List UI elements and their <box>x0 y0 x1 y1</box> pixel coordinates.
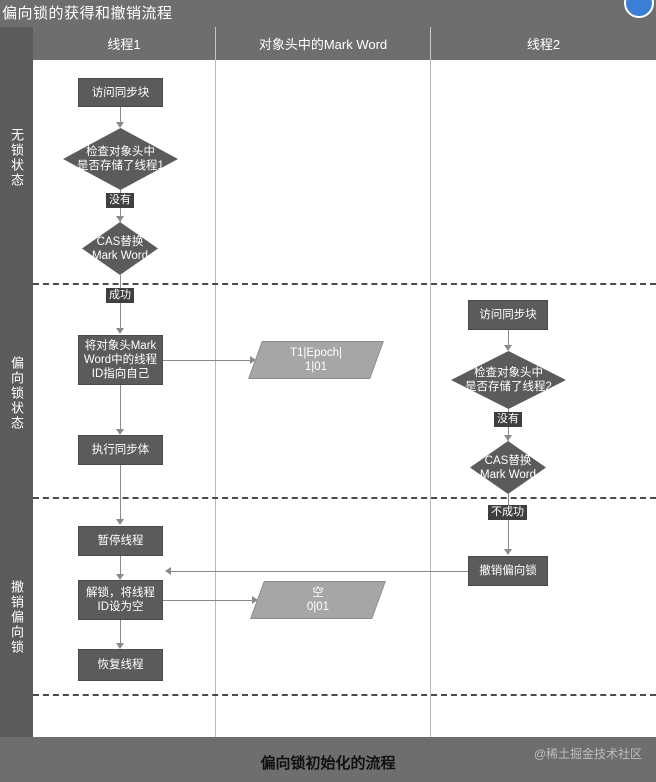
node-markword-empty[interactable]: 空 0|01 <box>250 581 386 619</box>
stage-divider-unlocked-biased <box>33 283 656 285</box>
arrowhead-t1-exec <box>116 429 124 435</box>
edge-label-t2-fail: 不成功 <box>488 505 527 520</box>
stage-label-revoke: 撤销偏向锁 <box>9 579 24 655</box>
footer-bar <box>0 737 656 782</box>
connector-t1-unlock-to-markword <box>163 600 253 601</box>
node-t2-check[interactable]: 检查对象头中 是否存储了线程2 <box>451 351 566 409</box>
arrowhead-t1-pause-from-revoke <box>165 567 171 575</box>
node-t1-unlock[interactable]: 解锁，将线程 ID设为空 <box>78 580 163 620</box>
stage-label-unlocked: 无锁状态 <box>9 128 24 188</box>
stage-cell-biased: 偏向锁状态 <box>0 289 33 497</box>
node-t1-check-text: 检查对象头中 是否存储了线程1 <box>77 146 164 172</box>
stage-cell-revoke: 撤销偏向锁 <box>0 497 33 737</box>
node-t1-pause[interactable]: 暂停线程 <box>78 526 163 556</box>
header-divider-2 <box>430 27 431 60</box>
arrowhead-t2-cas <box>504 435 512 441</box>
node-t2-check-label: 检查对象头中 是否存储了线程2 <box>451 351 566 409</box>
arrowhead-t1-unlock <box>116 574 124 580</box>
node-t1-cas-label: CAS替换 Mark Word <box>82 222 158 275</box>
node-t1-pause-label: 暂停线程 <box>97 535 144 547</box>
arrowhead-t2-check <box>504 345 512 351</box>
node-t1-access-label: 访问同步块 <box>91 86 150 99</box>
node-t1-check[interactable]: 检查对象头中 是否存储了线程1 <box>63 128 178 190</box>
column-header-thread2-label: 线程2 <box>526 37 561 52</box>
arrowhead-t2-revoke <box>504 549 512 555</box>
stage-divider-bottom <box>33 694 656 696</box>
edge-label-t1-success: 成功 <box>106 288 134 303</box>
node-t1-resume-label: 恢复线程 <box>97 659 144 671</box>
node-t2-cas-text: CAS替换 Mark Word <box>479 454 537 481</box>
swimlane-header: 线程1 对象头中的Mark Word 线程2 <box>33 27 656 60</box>
column-header-thread1-label: 线程1 <box>107 37 141 52</box>
node-t1-cas[interactable]: CAS替换 Mark Word <box>82 222 158 275</box>
arrowhead-t1-point <box>116 328 124 334</box>
node-t1-exec[interactable]: 执行同步体 <box>78 435 163 465</box>
stage-cell-unlocked: 无锁状态 <box>0 27 33 289</box>
lane-divider-1 <box>215 60 216 737</box>
swimlane-table: 线程1 对象头中的Mark Word 线程2 访问同步块 <box>33 27 656 737</box>
connector-t1-point-to-exec <box>120 385 121 434</box>
node-t2-revoke[interactable]: 撤销偏向锁 <box>468 556 548 586</box>
stage-rail: 无锁状态 偏向锁状态 撤销偏向锁 <box>0 27 33 737</box>
node-t2-access[interactable]: 访问同步块 <box>468 300 548 330</box>
edge-label-t2-fail-text: 不成功 <box>491 506 524 518</box>
connector-t1-point-to-markword <box>163 360 251 361</box>
edge-label-t2-no-text: 没有 <box>497 413 519 425</box>
node-markword-biased[interactable]: T1|Epoch| 1|01 <box>248 341 384 379</box>
connector-t1-exec-to-pause <box>120 465 121 524</box>
arrowhead-t1-check <box>116 122 124 128</box>
edge-label-t2-no: 没有 <box>494 412 522 427</box>
connector-t1-access-to-check <box>120 107 121 123</box>
arrowhead-t1-pause <box>116 519 124 525</box>
connector-t2-revoke-to-t1-pause <box>171 571 468 572</box>
stage-label-biased: 偏向锁状态 <box>9 355 24 431</box>
connector-t2-cas-to-revoke <box>508 494 509 554</box>
arrowhead-markword-biased <box>250 356 256 364</box>
connector-t2-access-to-check <box>508 330 509 350</box>
node-markword-empty-text: 空 0|01 <box>306 587 330 613</box>
node-t1-point-self[interactable]: 将对象头Mark Word中的线程 ID指向自己 <box>78 335 163 385</box>
column-header-thread1: 线程1 <box>33 27 215 60</box>
diagram-title-text: 偏向锁的获得和撤销流程 <box>2 5 173 22</box>
swimlane-body: 访问同步块 检查对象头中 是否存储了线程1 没有 CAS替换 Mark Word <box>33 60 656 737</box>
node-t1-access[interactable]: 访问同步块 <box>78 78 163 107</box>
edge-label-t1-success-text: 成功 <box>109 289 131 301</box>
node-t1-resume[interactable]: 恢复线程 <box>78 649 163 681</box>
watermark-text: @稀土掘金技术社区 <box>533 747 642 761</box>
diagram-title: 偏向锁的获得和撤销流程 <box>0 0 656 27</box>
diagram-caption: 偏向锁初始化的流程 <box>260 755 396 772</box>
node-t2-check-text: 检查对象头中 是否存储了线程2 <box>465 367 552 393</box>
node-markword-biased-text: T1|Epoch| 1|01 <box>289 347 342 373</box>
connector-t1-unlock-to-resume <box>120 620 121 648</box>
node-t1-check-label: 检查对象头中 是否存储了线程1 <box>63 128 178 190</box>
edge-label-t1-no: 没有 <box>106 193 134 208</box>
node-t2-access-label: 访问同步块 <box>479 309 537 321</box>
header-divider-1 <box>215 27 216 60</box>
connector-t1-pause-to-unlock <box>120 556 121 579</box>
lane-divider-2 <box>430 60 431 737</box>
node-markword-biased-label: T1|Epoch| 1|01 <box>255 341 377 379</box>
node-markword-empty-label: 空 0|01 <box>257 581 379 619</box>
node-t1-cas-text: CAS替换 Mark Word <box>91 235 149 262</box>
node-t2-cas[interactable]: CAS替换 Mark Word <box>470 441 546 494</box>
node-t2-revoke-label: 撤销偏向锁 <box>479 565 537 577</box>
node-t1-exec-label: 执行同步体 <box>91 444 150 456</box>
column-header-markword-label: 对象头中的Mark Word <box>258 37 388 52</box>
node-t2-cas-label: CAS替换 Mark Word <box>470 441 546 494</box>
arrowhead-t1-cas <box>116 216 124 222</box>
arrowhead-t1-resume <box>116 643 124 649</box>
stage-divider-biased-revoke <box>33 497 656 499</box>
column-header-markword: 对象头中的Mark Word <box>216 27 430 60</box>
edge-label-t1-no-text: 没有 <box>109 194 131 206</box>
column-header-thread2: 线程2 <box>431 27 656 60</box>
node-t1-unlock-label: 解锁，将线程 ID设为空 <box>86 587 155 613</box>
connector-t1-cas-to-point <box>120 275 121 332</box>
arrowhead-markword-empty <box>252 596 258 604</box>
node-t1-point-self-label: 将对象头Mark Word中的线程 ID指向自己 <box>83 340 158 380</box>
